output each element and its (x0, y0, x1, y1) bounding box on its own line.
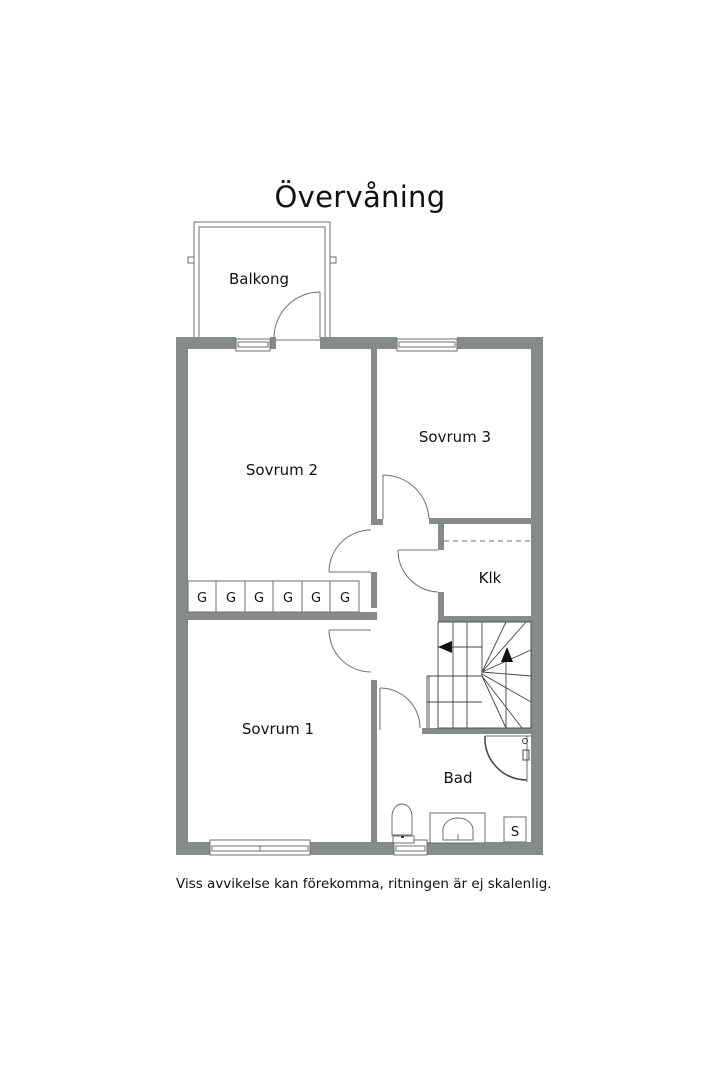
interior-walls (188, 349, 531, 842)
wardrobe-label: G (311, 591, 321, 606)
disclaimer-note: Viss avvikelse kan förekomma, ritningen … (176, 876, 552, 892)
room-label-sovrum3: Sovrum 3 (419, 428, 491, 446)
room-label-klk: Klk (479, 569, 502, 587)
toilet (391, 803, 415, 844)
bath-fixture-box (503, 816, 527, 843)
sink (429, 812, 486, 844)
staircase (426, 621, 532, 729)
wardrobe-label: G (197, 591, 207, 606)
windows (209, 338, 458, 856)
bath-fixture-label: S (511, 825, 519, 840)
room-label-bad: Bad (443, 769, 472, 787)
doors (328, 474, 439, 730)
outer-walls (176, 337, 543, 855)
room-label-sovrum2: Sovrum 2 (246, 461, 318, 479)
wardrobe-label: G (340, 591, 350, 606)
wardrobes (187, 580, 360, 613)
stair-arrow-up-icon (501, 647, 513, 662)
room-label-balkong: Balkong (229, 270, 289, 288)
wardrobe-label: G (226, 591, 236, 606)
wardrobe-label: G (254, 591, 264, 606)
room-label-sovrum1: Sovrum 1 (242, 720, 314, 738)
shower (484, 735, 531, 782)
floor-title: Övervåning (274, 180, 446, 214)
wardrobe-label: G (283, 591, 293, 606)
stair-arrow-left-icon (438, 641, 452, 653)
